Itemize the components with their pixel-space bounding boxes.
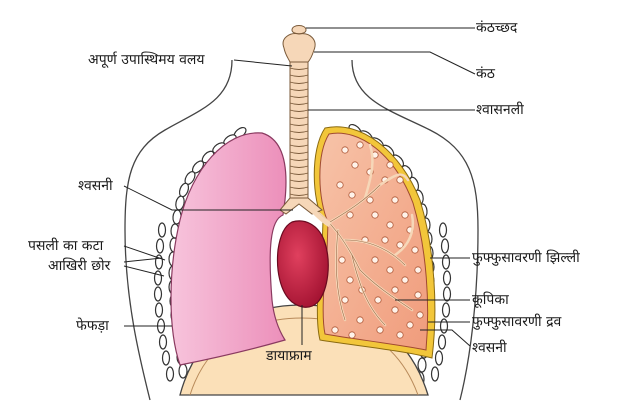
alveolus <box>376 326 384 334</box>
alveolus <box>406 321 414 329</box>
alveolus <box>386 161 394 169</box>
alveolus <box>414 266 422 274</box>
alveolus <box>391 196 399 204</box>
trachea-ring <box>289 81 309 84</box>
alveolus <box>338 256 346 264</box>
label-alveoli: कूपिका <box>472 292 509 308</box>
label-incomplete-rings: अपूर्ण उपास्थिमय वलय <box>88 52 205 68</box>
label-epiglottis: कंठच्छद <box>476 20 518 36</box>
larynx <box>282 33 316 63</box>
alveolus <box>356 141 364 149</box>
trachea-ring <box>289 130 309 133</box>
alveolus <box>351 161 359 169</box>
alveolus <box>341 296 349 304</box>
label-trachea: श्वासनली <box>476 102 524 118</box>
body-outline-left <box>124 59 233 401</box>
alveolus <box>401 211 409 219</box>
trachea-ring <box>289 137 309 140</box>
heart <box>276 220 329 308</box>
alveolus <box>396 241 404 249</box>
trachea-ring <box>289 179 309 182</box>
alveolus <box>414 291 422 299</box>
trachea-ring <box>289 151 309 154</box>
label-pleural-fluid: फुफ्फुसावरणी द्रव <box>472 314 562 330</box>
trachea-ring <box>289 165 309 168</box>
alveolus <box>331 326 339 334</box>
label-diaphragm: डायाफ्राम <box>266 348 312 364</box>
leader-lines <box>123 27 476 347</box>
alveolus <box>371 256 379 264</box>
alveolus <box>356 316 364 324</box>
trachea-ring <box>289 88 309 91</box>
trachea-ring <box>289 193 309 196</box>
label-larynx: कंठ <box>476 66 495 82</box>
trachea-ring <box>289 123 309 126</box>
alveolus <box>381 236 389 244</box>
alveolus <box>371 211 379 219</box>
alveolus <box>411 246 419 254</box>
trachea-ring <box>289 74 309 77</box>
alveolus <box>416 311 424 319</box>
alveolus <box>341 146 349 154</box>
alveolus <box>346 276 354 284</box>
alveolus <box>391 286 399 294</box>
alveolus <box>386 266 394 274</box>
label-lung: फेफड़ा <box>76 318 109 334</box>
left-lung <box>170 132 287 366</box>
trachea-ring <box>289 158 309 161</box>
trachea-ring <box>289 102 309 105</box>
alveolus <box>386 221 394 229</box>
alveolus <box>401 276 409 284</box>
body-outline-right <box>351 59 479 401</box>
label-bronchus: श्वसनी <box>78 178 113 194</box>
alveolus <box>348 191 356 199</box>
bronchial-tree-outline <box>311 184 413 326</box>
label-cut-rib-end-line1: पसली का कटा <box>28 238 104 254</box>
trachea <box>289 59 309 201</box>
alveolus <box>396 176 404 184</box>
trachea-ring <box>289 172 309 175</box>
epiglottis <box>291 25 307 35</box>
trachea-ring <box>289 186 309 189</box>
label-pleural-membrane: फुफ्फुसावरणी झिल्ली <box>472 250 580 266</box>
label-bronchiole: श्वसनी <box>472 340 507 356</box>
alveolus <box>396 331 404 339</box>
trachea-ring <box>289 67 309 70</box>
alveolus <box>336 181 344 189</box>
trachea-ring <box>289 116 309 119</box>
alveolus <box>374 296 382 304</box>
alveolus <box>348 331 356 339</box>
alveolus <box>366 196 374 204</box>
alveolus <box>391 306 399 314</box>
alveolus <box>346 211 354 219</box>
trachea-ring <box>289 144 309 147</box>
label-cut-rib-end-line2: आखिरी छोर <box>48 258 111 274</box>
trachea-ring <box>289 109 309 112</box>
trachea-ring <box>289 95 309 98</box>
